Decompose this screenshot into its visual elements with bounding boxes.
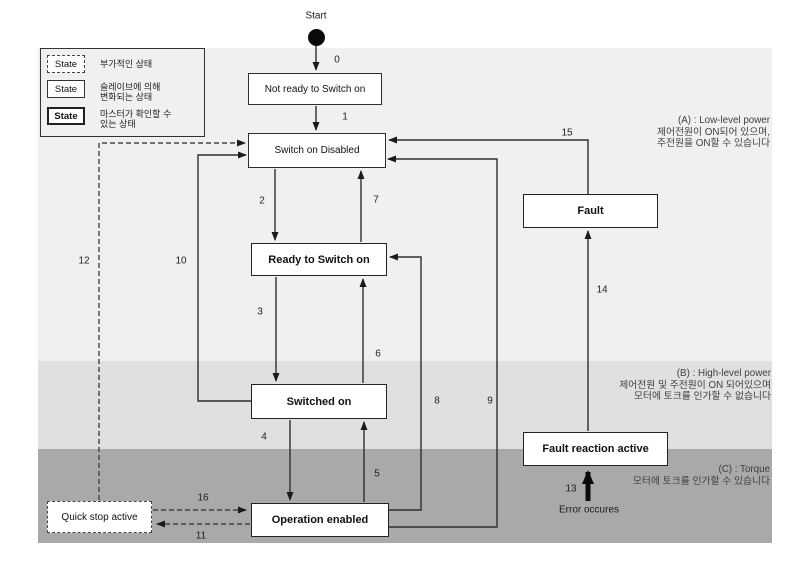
- transition-6-label: 6: [375, 348, 381, 360]
- state-fault-reaction-active: Fault reaction active: [523, 432, 668, 466]
- state-label: Switch on Disabled: [274, 145, 360, 156]
- transition-9-arrow: [387, 155, 498, 528]
- error-occures-label: Error occures: [558, 504, 620, 516]
- legend-state-box-label: State: [54, 83, 78, 95]
- state-label: Quick stop active: [61, 511, 138, 523]
- state-label: Not ready to Switch on: [264, 83, 366, 95]
- transition-12-label: 12: [78, 255, 90, 267]
- state-label: Operation enabled: [271, 514, 369, 526]
- transition-1-label: 1: [342, 111, 348, 123]
- state-switched-on: Switched on: [251, 384, 387, 419]
- state-label: Fault: [577, 205, 604, 217]
- transition-15-arrow: [388, 136, 589, 194]
- transition-2-label: 2: [259, 195, 265, 207]
- transition-15-label: 15: [561, 127, 573, 139]
- transition-7-label: 7: [373, 194, 379, 206]
- state-not-ready-to-switch-on: Not ready to Switch on: [248, 73, 382, 105]
- legend-state-box-bold: State: [47, 107, 85, 125]
- transition-5-label: 5: [374, 468, 380, 480]
- annotation-low-level-power: (A) : Low-level power 제어전원이 ON되어 있으며, 주전…: [657, 115, 770, 149]
- legend-desc-optional-state: 부가적인 상태: [100, 59, 153, 69]
- annotation-torque: (C) : Torque 모터에 토크를 인가할 수 있습니다: [632, 464, 770, 487]
- transition-16-label: 16: [197, 492, 209, 504]
- transition-14-label: 14: [596, 284, 608, 296]
- transition-3-label: 3: [257, 306, 263, 318]
- transition-10-label: 10: [175, 255, 187, 267]
- state-fault: Fault: [523, 194, 658, 228]
- legend-state-box-dashed: State: [47, 55, 85, 73]
- transition-12-arrow: [98, 139, 246, 500]
- transition-11-label: 11: [195, 530, 207, 542]
- legend-state-box-label: State: [54, 58, 78, 70]
- state-label: Switched on: [286, 395, 352, 408]
- state-label: Fault reaction active: [542, 443, 649, 455]
- start-label: Start: [305, 10, 327, 22]
- state-label: Ready to Switch on: [268, 253, 370, 266]
- legend-state-box-label: State: [54, 110, 78, 122]
- state-ready-to-switch-on: Ready to Switch on: [251, 243, 387, 276]
- state-switch-on-disabled: Switch on Disabled: [248, 133, 386, 168]
- transition-4-label: 4: [261, 431, 267, 443]
- state-quick-stop-active: Quick stop active: [47, 501, 152, 533]
- transition-8-arrow: [388, 253, 422, 511]
- legend: State State State 부가적인 상태 슬레이브에 의해 변화되는 …: [40, 48, 205, 137]
- state-operation-enabled: Operation enabled: [251, 503, 389, 537]
- start-node: [308, 29, 325, 46]
- annotation-high-level-power: (B) : High-level power 제어전원 및 주전원이 ON 되어…: [619, 368, 771, 402]
- transition-9-label: 9: [487, 395, 493, 407]
- transition-13-label: 13: [565, 483, 577, 495]
- transition-10-arrow: [197, 151, 251, 402]
- transition-8-label: 8: [434, 395, 440, 407]
- legend-desc-slave-state: 슬레이브에 의해 변화되는 상태: [100, 82, 161, 102]
- legend-state-box-solid: State: [47, 80, 85, 98]
- transition-0-label: 0: [334, 54, 340, 66]
- legend-desc-master-state: 마스터가 확인할 수 있는 상태: [100, 109, 172, 129]
